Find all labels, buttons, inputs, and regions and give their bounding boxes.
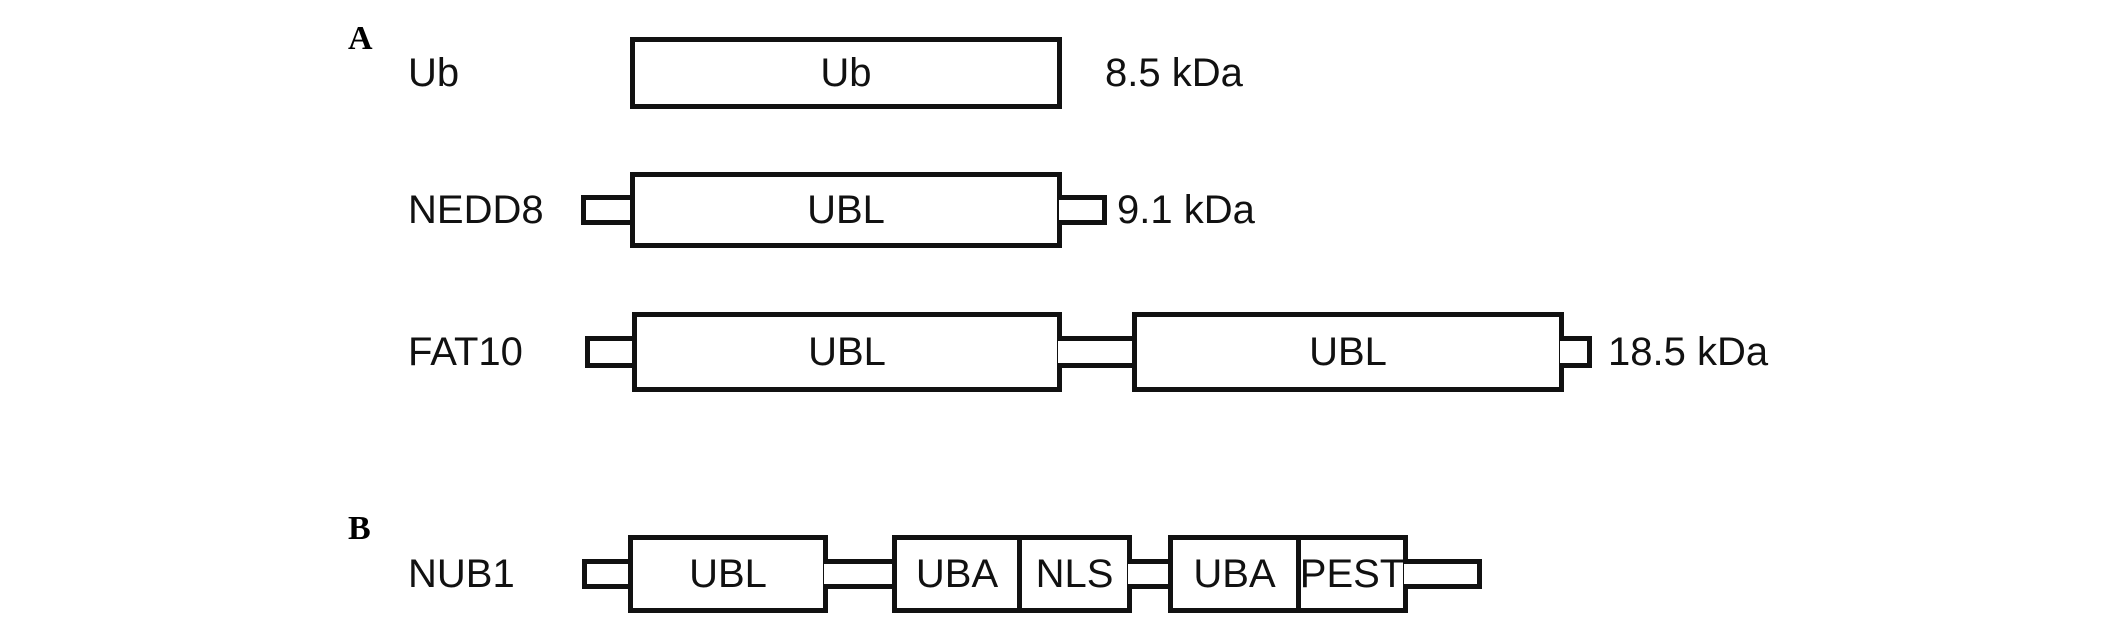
domain-box-nub1-ubl: UBL xyxy=(628,535,828,613)
domain-label-nub1-pest: PEST xyxy=(1299,552,1405,596)
protein-label-ub: Ub xyxy=(408,51,460,95)
mass-label-fat10: 18.5 kDa xyxy=(1608,330,1769,374)
linker-nub1-nls-uba2 xyxy=(1128,559,1172,589)
n-terminal-tail-nub1 xyxy=(582,559,632,589)
n-terminal-tail-fat10 xyxy=(585,336,635,368)
mass-label-nedd8: 9.1 kDa xyxy=(1117,188,1255,232)
domain-label-nub1-uba-1: UBA xyxy=(915,552,999,596)
domain-label-ub: Ub xyxy=(820,51,872,95)
c-terminal-tail-nub1 xyxy=(1404,559,1482,589)
domain-box-fat10-ubl-1: UBL xyxy=(632,312,1062,392)
c-terminal-tail-nedd8 xyxy=(1059,195,1107,225)
domain-box-ub: Ub xyxy=(630,37,1062,109)
linker-fat10-ubl1-ubl2 xyxy=(1058,336,1136,368)
domain-label-nedd8-ubl: UBL xyxy=(807,188,885,232)
domain-box-nub1-nls: NLS xyxy=(1017,535,1132,613)
protein-label-nub1: NUB1 xyxy=(408,552,515,596)
domain-label-fat10-ubl-2: UBL xyxy=(1309,330,1387,374)
domain-box-fat10-ubl-2: UBL xyxy=(1132,312,1564,392)
domain-box-nedd8-ubl: UBL xyxy=(630,172,1062,248)
mass-label-ub: 8.5 kDa xyxy=(1105,51,1243,95)
protein-label-fat10: FAT10 xyxy=(408,330,523,374)
linker-nub1-ubl-uba1 xyxy=(824,559,896,589)
panel-letter-a: A xyxy=(348,20,373,57)
domain-label-nub1-ubl: UBL xyxy=(689,552,767,596)
protein-label-nedd8: NEDD8 xyxy=(408,188,544,232)
domain-label-fat10-ubl-1: UBL xyxy=(808,330,886,374)
domain-label-nub1-uba-2: UBA xyxy=(1193,552,1276,596)
domain-box-nub1-pest: PEST xyxy=(1296,535,1408,613)
c-terminal-tail-fat10 xyxy=(1560,336,1592,368)
panel-letter-b: B xyxy=(348,510,371,547)
domain-box-nub1-uba-1: UBA xyxy=(892,535,1017,613)
domain-label-nub1-nls: NLS xyxy=(1035,552,1114,596)
domain-box-nub1-uba-2: UBA xyxy=(1168,535,1296,613)
n-terminal-tail-nedd8 xyxy=(581,195,633,225)
